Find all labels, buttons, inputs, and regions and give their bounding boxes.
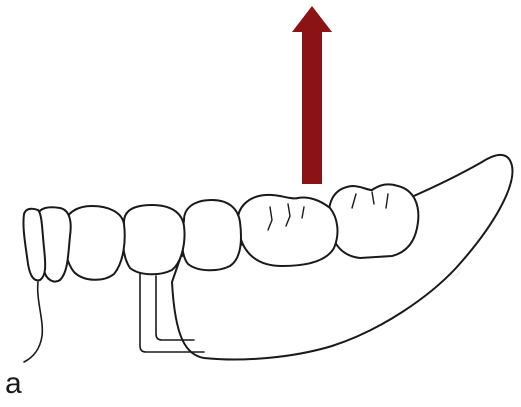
crown-canine: [63, 206, 124, 280]
arrow-shaft: [302, 31, 322, 184]
crown-central-incisor: [23, 209, 45, 281]
arrow-head: [292, 6, 332, 32]
crown-molar-2: [329, 184, 418, 258]
panel-label: a: [5, 368, 22, 400]
crown-premolar-1: [123, 205, 185, 274]
crown-premolar-2: [182, 200, 241, 270]
upward-force-arrow: [292, 6, 332, 184]
label-leader-line: [24, 282, 42, 362]
